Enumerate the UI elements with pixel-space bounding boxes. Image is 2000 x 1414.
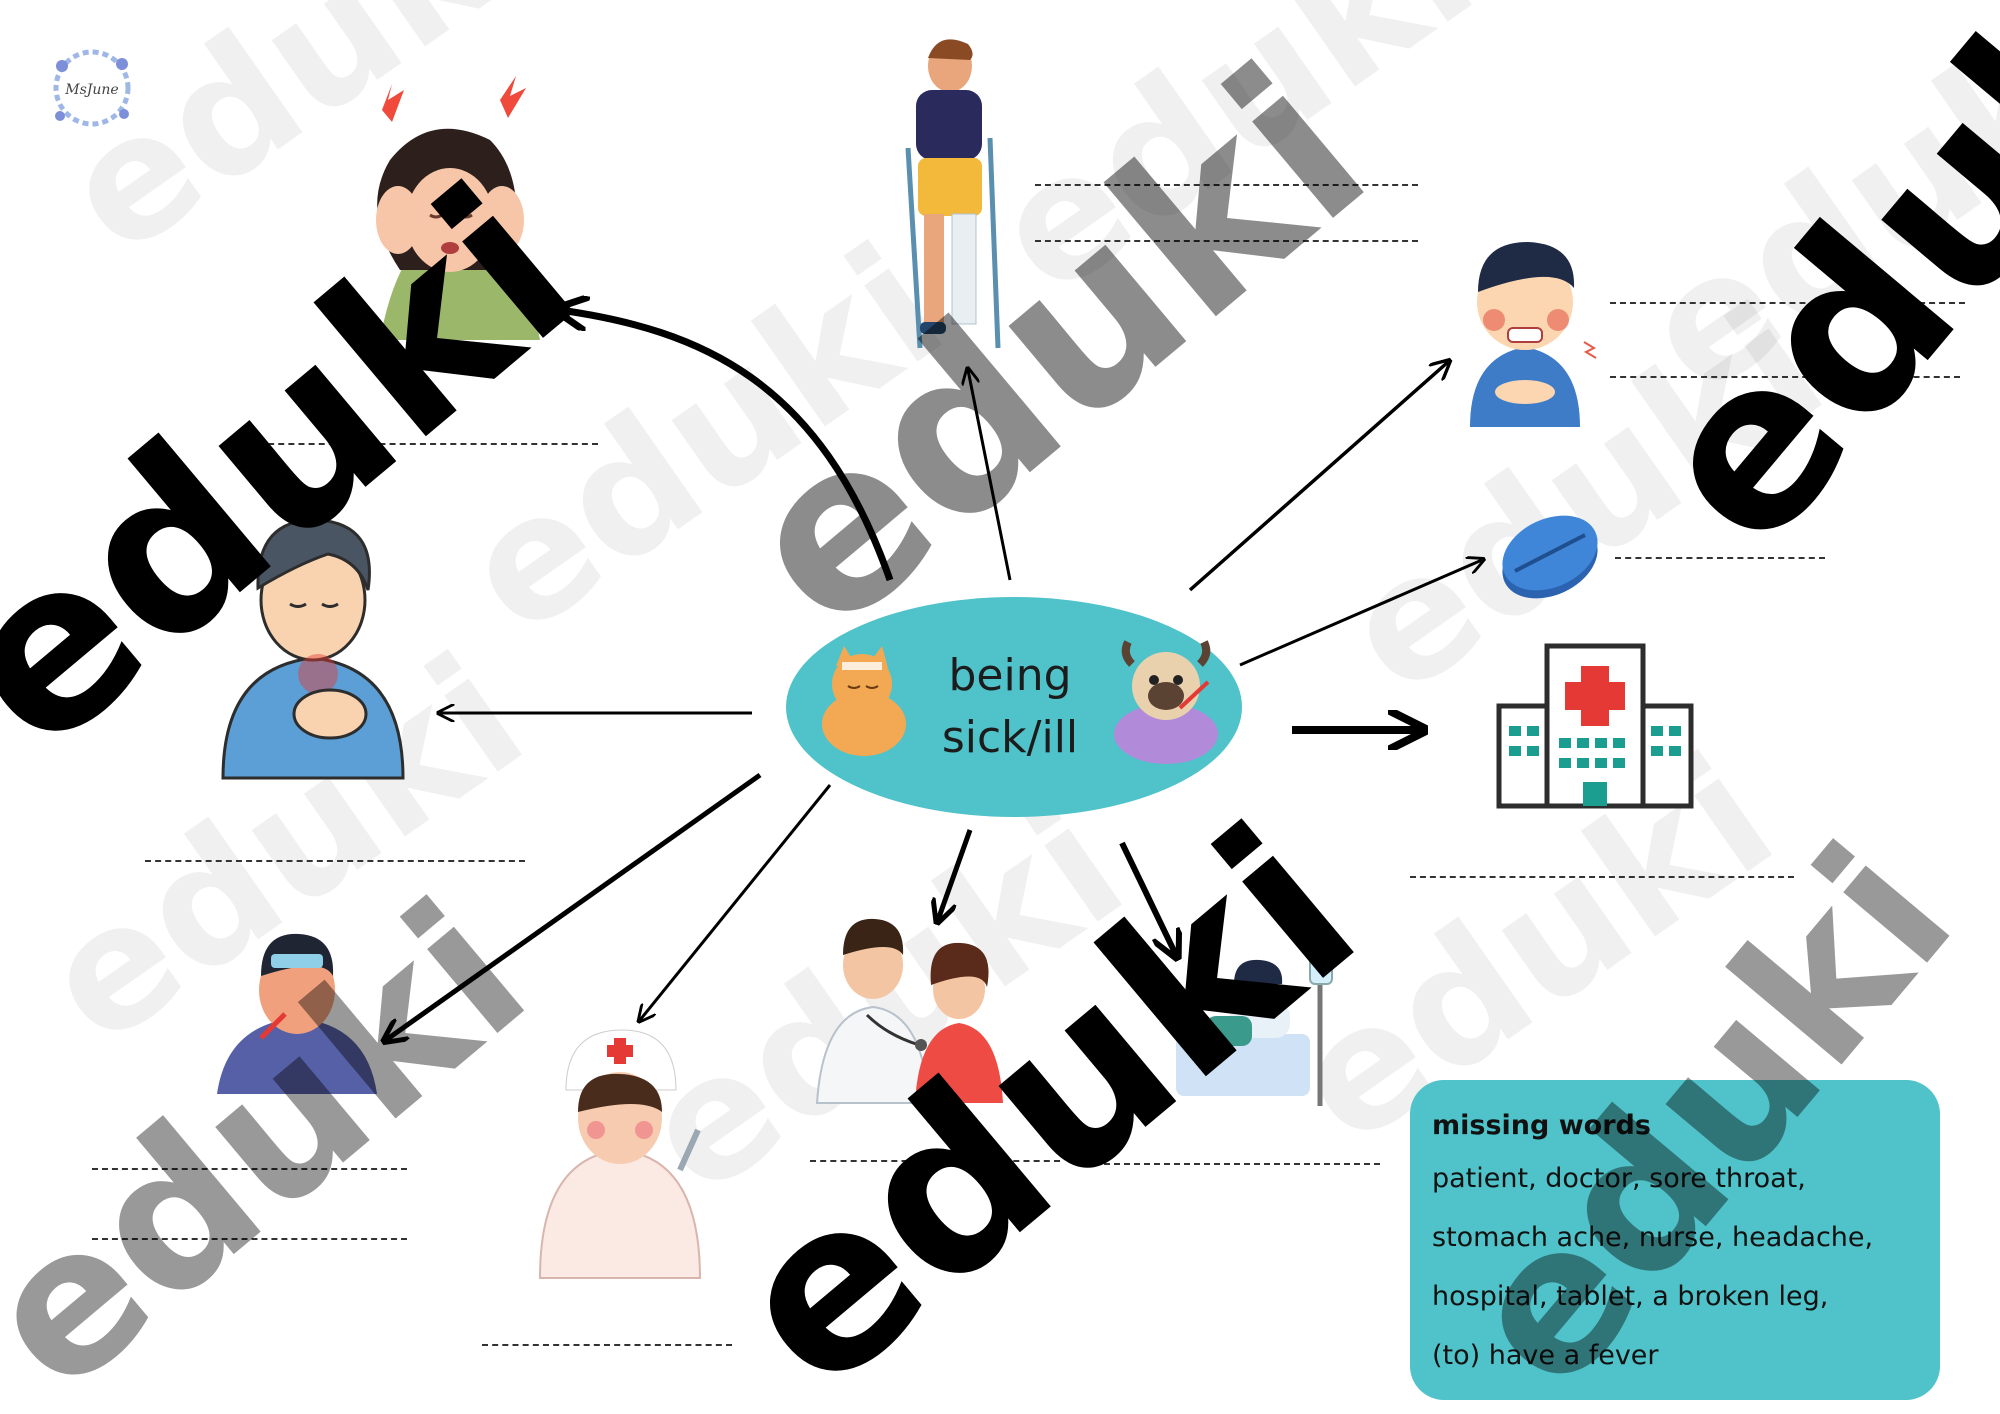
blank-headache[interactable] xyxy=(258,443,598,445)
woman-headache-icon xyxy=(376,76,540,340)
arrow-to-nurse xyxy=(640,784,832,1020)
logo-text: MsJune xyxy=(64,82,118,98)
missing-words-line: patient, doctor, sore throat, xyxy=(1432,1163,1806,1194)
arrow-to-patient xyxy=(1119,841,1176,955)
arrow-to-fever xyxy=(386,772,762,1040)
blank-sore-throat[interactable] xyxy=(145,860,525,862)
missing-words-line: hospital, tablet, a broken leg, xyxy=(1432,1281,1829,1312)
watermark-dark: eduki xyxy=(684,777,1404,1414)
blank-nurse[interactable] xyxy=(482,1344,732,1346)
arrow-to-broken-leg xyxy=(968,370,1012,581)
center-label-line2: sick/ill xyxy=(941,712,1079,763)
watermark-dark: eduki xyxy=(1598,0,2000,595)
blank-doctor[interactable] xyxy=(810,1160,1060,1162)
blank-fever-1[interactable] xyxy=(92,1168,407,1170)
blank-broken-leg-2[interactable] xyxy=(1035,240,1418,242)
tablet-pill-icon xyxy=(1502,515,1598,599)
arrow-to-tablet xyxy=(1239,560,1482,667)
boy-crutches-icon xyxy=(905,39,1001,349)
patient-hospital-bed-icon xyxy=(1176,941,1340,1106)
watermark-grey: eduki xyxy=(1418,804,1997,1414)
logo-wreath: MsJune xyxy=(53,49,131,127)
blank-hospital[interactable] xyxy=(1410,876,1794,878)
missing-words-title: missing words xyxy=(1432,1110,1651,1141)
man-fever-thermometer-icon xyxy=(217,933,377,1094)
center-label-line1: being xyxy=(948,650,1072,701)
blank-patient[interactable] xyxy=(1104,1163,1380,1165)
watermark-grey: eduki xyxy=(694,17,1414,682)
missing-words-line: (to) have a fever xyxy=(1432,1340,1659,1371)
nurse-syringe-icon xyxy=(538,1029,702,1279)
blank-stomach-ache-2[interactable] xyxy=(1610,376,1960,378)
missing-words-line: stomach ache, nurse, headache, xyxy=(1432,1222,1874,1253)
blank-broken-leg-1[interactable] xyxy=(1035,184,1418,186)
watermark-dark: eduki xyxy=(0,137,624,802)
watermark-grey: eduki xyxy=(0,858,568,1414)
blank-tablet[interactable] xyxy=(1615,557,1825,559)
doctor-stethoscope-icon xyxy=(815,918,1003,1104)
hospital-building-icon xyxy=(1496,643,1694,809)
blank-fever-2[interactable] xyxy=(92,1238,407,1240)
missing-words-box: missing words patient, doctor, sore thro… xyxy=(1410,1080,1940,1400)
center-bubble xyxy=(786,597,1242,817)
boy-stomach-ache-icon xyxy=(1470,242,1597,427)
center-label: being sick/ill xyxy=(900,645,1120,769)
sick-cat-icon xyxy=(822,646,906,756)
arrow-to-headache xyxy=(560,310,894,582)
arrow-to-stomach-ache xyxy=(1188,362,1448,592)
sick-pug-icon xyxy=(1114,640,1218,764)
blank-stomach-ache-1[interactable] xyxy=(1610,302,1965,304)
man-sore-throat-icon xyxy=(221,518,405,780)
arrow-to-doctor xyxy=(938,829,973,920)
